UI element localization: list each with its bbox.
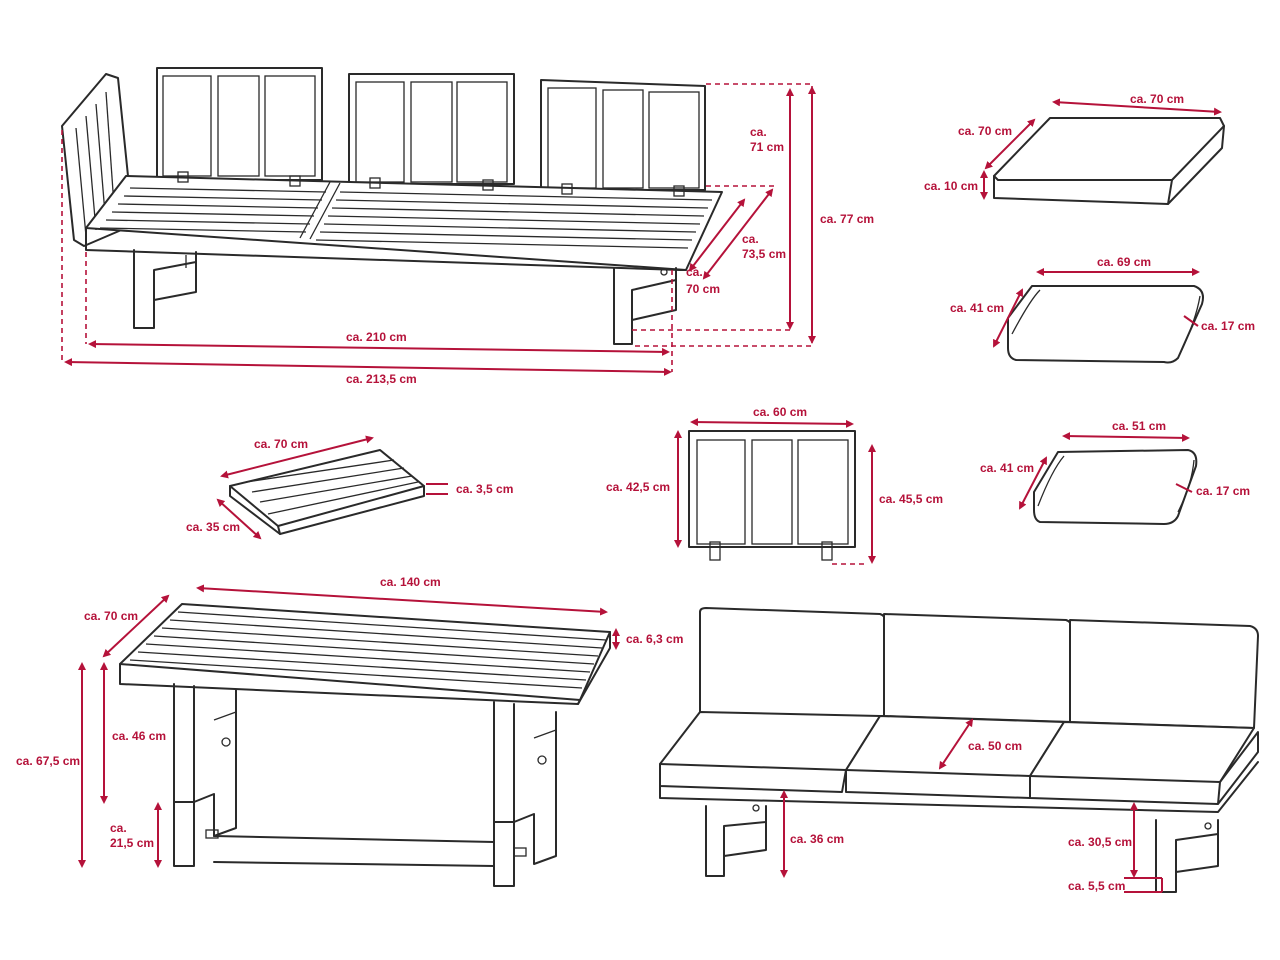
label-table-ext-b: 21,5 cm: [110, 836, 154, 850]
label-bench-seat-depth: ca. 50 cm: [968, 739, 1022, 753]
label-table-height-total: ca. 67,5 cm: [16, 754, 80, 768]
label-seat-cushion-depth: ca. 70 cm: [958, 124, 1012, 138]
label-back-cushion-small-width: ca. 51 cm: [1112, 419, 1166, 433]
label-sofa-depth-70-b: 70 cm: [686, 282, 720, 296]
label-table-ext-a: ca.: [110, 821, 127, 835]
label-sofa-width-2135: ca. 213,5 cm: [346, 372, 417, 386]
sofa-dimensions: ca. 77 cm ca. 71 cm ca. 73,5 cm ca. 70 c…: [61, 83, 874, 386]
label-bench-seat-height: ca. 36 cm: [790, 832, 844, 846]
back-cushion-small-drawing: ca. 51 cm ca. 41 cm ca. 17 cm: [980, 419, 1250, 525]
label-backrest-height-inner: ca. 42,5 cm: [606, 480, 670, 494]
label-sofa-width-210: ca. 210 cm: [346, 330, 407, 344]
label-back-cushion-small-height: ca. 41 cm: [980, 461, 1034, 475]
label-backrest-height-total: ca. 45,5 cm: [879, 492, 943, 506]
label-table-top-thick: ca. 6,3 cm: [626, 632, 683, 646]
sofa-frame-drawing: [61, 67, 723, 345]
side-table-plate-drawing: ca. 70 cm ca. 35 cm ca. 3,5 cm: [186, 435, 513, 540]
label-sofa-depth-71-b: 71 cm: [750, 140, 784, 154]
bench-with-cushions-drawing: ca. 50 cm ca. 36 cm ca. 30,5 cm ca. 5,5 …: [659, 607, 1259, 893]
label-sofa-height-back: ca. 77 cm: [820, 212, 874, 226]
label-sofa-depth-735-b: 73,5 cm: [742, 247, 786, 261]
label-sofa-depth-70-a: ca.: [686, 265, 703, 279]
label-backrest-width: ca. 60 cm: [753, 405, 807, 419]
label-bench-foot: ca. 5,5 cm: [1068, 879, 1125, 893]
label-side-table-depth: ca. 35 cm: [186, 520, 240, 534]
label-table-length: ca. 140 cm: [380, 575, 441, 589]
label-back-cushion-small-thick: ca. 17 cm: [1196, 484, 1250, 498]
label-back-cushion-large-width: ca. 69 cm: [1097, 255, 1151, 269]
back-cushion-large-drawing: ca. 69 cm ca. 41 cm ca. 17 cm: [950, 255, 1255, 364]
label-table-depth: ca. 70 cm: [84, 609, 138, 623]
label-back-cushion-large-height: ca. 41 cm: [950, 301, 1004, 315]
label-sofa-depth-735-a: ca.: [742, 232, 759, 246]
label-side-table-thick: ca. 3,5 cm: [456, 482, 513, 496]
label-table-height-low: ca. 46 cm: [112, 729, 166, 743]
backrest-panel-drawing: ca. 60 cm ca. 42,5 cm ca. 45,5 cm: [606, 405, 943, 565]
label-back-cushion-large-thick: ca. 17 cm: [1201, 319, 1255, 333]
dining-table-drawing: ca. 140 cm ca. 70 cm ca. 6,3 cm ca. 67,5…: [16, 575, 683, 887]
label-side-table-width: ca. 70 cm: [254, 437, 308, 451]
label-seat-cushion-width: ca. 70 cm: [1130, 92, 1184, 106]
seat-cushion-drawing: ca. 70 cm ca. 70 cm ca. 10 cm: [924, 92, 1225, 205]
label-seat-cushion-height: ca. 10 cm: [924, 179, 978, 193]
label-bench-leg-height: ca. 30,5 cm: [1068, 835, 1132, 849]
label-sofa-depth-71-a: ca.: [750, 125, 767, 139]
